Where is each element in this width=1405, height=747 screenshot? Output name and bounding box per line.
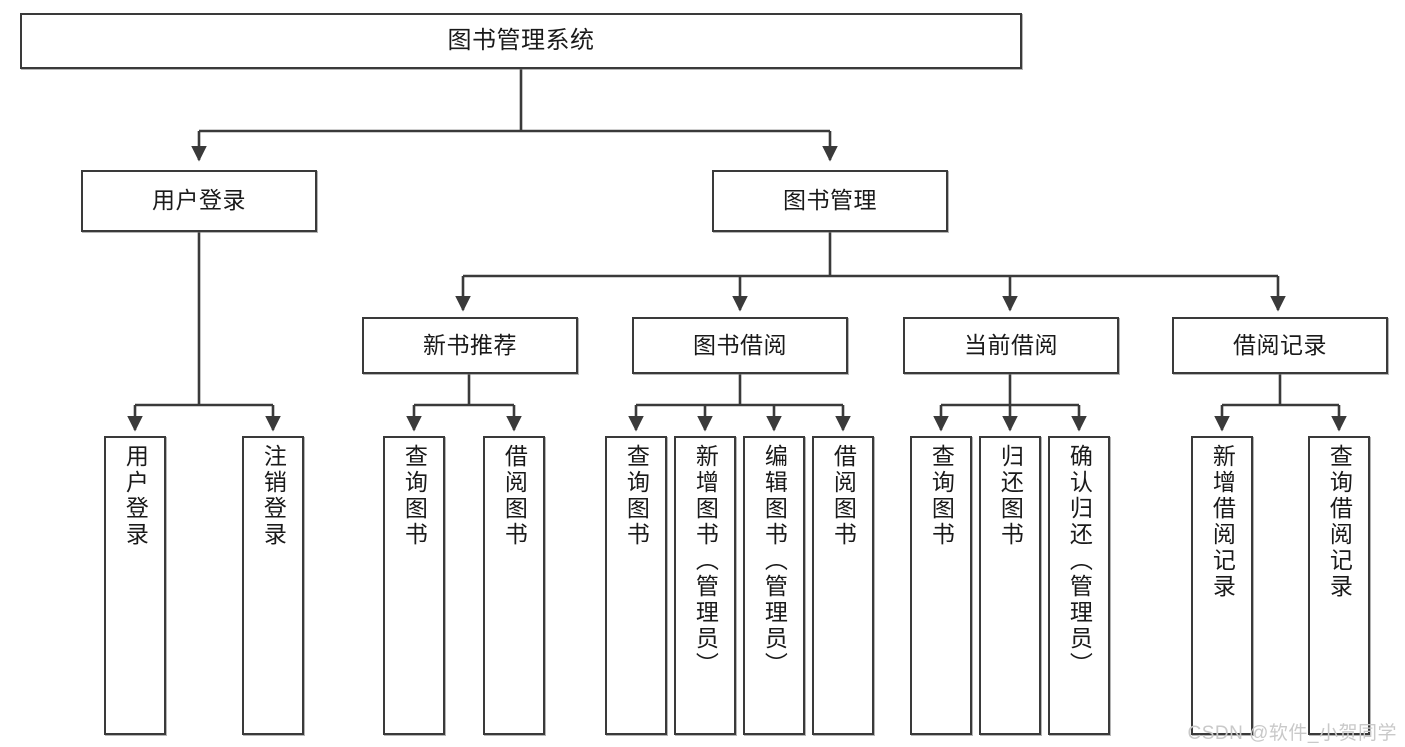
node-label: 查询图书 [623,444,650,548]
node-label: 借阅图书 [830,444,857,548]
leaf-borrow-add-book[interactable]: 新增图书（管理员） [674,436,736,735]
node-label: 查询图书 [401,444,428,548]
node-label: 借阅图书 [501,444,528,548]
leaf-borrow-borrow-book[interactable]: 借阅图书 [812,436,874,735]
leaf-borrow-query-book[interactable]: 查询图书 [605,436,667,735]
node-label: 当前借阅 [964,331,1058,358]
leaf-record-add-record[interactable]: 新增借阅记录 [1191,436,1253,735]
node-label: 注销登录 [260,444,287,548]
node-label: 确认归还（管理员） [1066,444,1093,678]
node-book-management[interactable]: 图书管理 [712,170,948,232]
node-new-book-recommend[interactable]: 新书推荐 [362,317,578,374]
leaf-recommend-borrow-book[interactable]: 借阅图书 [483,436,545,735]
node-user-login[interactable]: 用户登录 [81,170,317,232]
leaf-borrow-edit-book[interactable]: 编辑图书（管理员） [743,436,805,735]
leaf-current-return-book[interactable]: 归还图书 [979,436,1041,735]
node-label: 新书推荐 [423,331,517,358]
leaf-record-query-record[interactable]: 查询借阅记录 [1308,436,1370,735]
node-label: 查询图书 [928,444,955,548]
node-label: 新增图书（管理员） [692,444,719,678]
node-label: 图书管理 [783,187,877,214]
csdn-watermark: CSDN @软件_小贺同学 [1187,723,1397,744]
node-borrow-record[interactable]: 借阅记录 [1172,317,1388,374]
leaf-current-confirm-return[interactable]: 确认归还（管理员） [1048,436,1110,735]
leaf-user-logout[interactable]: 注销登录 [242,436,304,735]
node-label: 图书管理系统 [447,26,595,54]
node-root-system[interactable]: 图书管理系统 [20,13,1022,69]
node-label: 用户登录 [122,444,149,548]
leaf-user-login[interactable]: 用户登录 [104,436,166,735]
node-current-borrow[interactable]: 当前借阅 [903,317,1119,374]
node-label: 用户登录 [152,187,246,214]
node-book-borrow[interactable]: 图书借阅 [632,317,848,374]
node-label: 新增借阅记录 [1209,444,1236,600]
node-label: 归还图书 [997,444,1024,548]
node-label: 查询借阅记录 [1326,444,1353,600]
leaf-recommend-query-book[interactable]: 查询图书 [383,436,445,735]
node-label: 图书借阅 [693,331,787,358]
node-label: 编辑图书（管理员） [761,444,788,678]
node-label: 借阅记录 [1233,331,1327,358]
leaf-current-query-book[interactable]: 查询图书 [910,436,972,735]
